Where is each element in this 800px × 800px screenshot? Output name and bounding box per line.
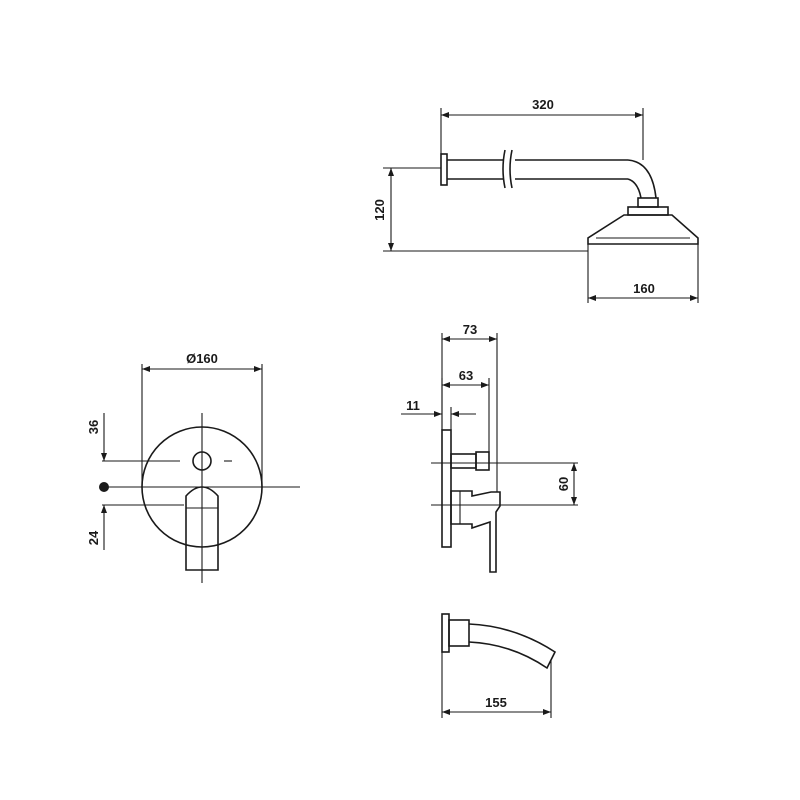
dim-label-24: 24 bbox=[86, 530, 101, 545]
spout-flange bbox=[441, 613, 450, 653]
dimension-155: 155 bbox=[441, 652, 552, 718]
dimension-120: 120 bbox=[372, 167, 588, 252]
wall-flange bbox=[440, 153, 448, 186]
dimension-320: 320 bbox=[440, 97, 644, 160]
dimension-60: 60 bbox=[556, 463, 577, 505]
side-plate bbox=[441, 429, 452, 548]
dimension-36-24: 36 24 bbox=[86, 413, 184, 550]
dim-label-63: 63 bbox=[459, 368, 473, 383]
dimension-160: 160 bbox=[587, 244, 699, 303]
dim-label-60: 60 bbox=[556, 477, 571, 491]
dim-label-155: 155 bbox=[485, 695, 507, 710]
mixer-front-view bbox=[102, 413, 300, 583]
break-symbol bbox=[502, 149, 513, 189]
dim-label-73: 73 bbox=[463, 322, 477, 337]
diverter-side bbox=[450, 453, 477, 469]
dim-label-11: 11 bbox=[406, 398, 420, 413]
dim-label-d160: Ø160 bbox=[186, 351, 218, 366]
dim-label-160: 160 bbox=[633, 281, 655, 296]
shower-head bbox=[587, 214, 699, 245]
dim-label-36: 36 bbox=[86, 420, 101, 434]
spout-view bbox=[441, 613, 557, 670]
lever-side bbox=[450, 490, 501, 573]
spout-body bbox=[468, 623, 557, 670]
dimension-73: 73 bbox=[441, 322, 498, 492]
arm-bend bbox=[627, 159, 657, 199]
diverter-knob bbox=[192, 451, 212, 471]
dimension-11: 11 bbox=[401, 398, 476, 430]
dim-label-320: 320 bbox=[532, 97, 554, 112]
dim-label-120: 120 bbox=[372, 199, 387, 221]
mixer-side-view bbox=[431, 429, 578, 573]
shower-arm-view bbox=[440, 149, 699, 245]
dimension-diameter-160: Ø160 bbox=[141, 351, 263, 487]
dimension-63: 63 bbox=[441, 368, 490, 452]
lever-handle bbox=[185, 486, 219, 571]
